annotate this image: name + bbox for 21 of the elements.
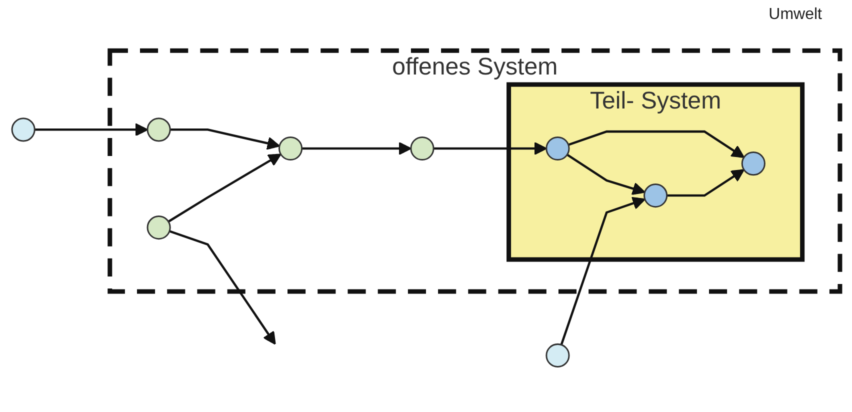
arrow bbox=[169, 230, 276, 345]
cluster: Teil- System bbox=[506, 82, 805, 262]
node-circle bbox=[546, 343, 570, 368]
arrow bbox=[568, 130, 745, 158]
arrow bbox=[170, 128, 280, 150]
node-circle bbox=[410, 136, 434, 161]
arrow bbox=[168, 154, 282, 223]
arrow bbox=[560, 196, 646, 346]
node-circle bbox=[546, 136, 570, 161]
arrow bbox=[434, 142, 548, 156]
arrow bbox=[302, 142, 412, 156]
node-circle bbox=[146, 118, 171, 142]
node-circle bbox=[146, 215, 171, 240]
node-circle bbox=[11, 118, 36, 142]
node-circle bbox=[741, 152, 766, 176]
arrow bbox=[34, 123, 148, 136]
node-circle bbox=[278, 136, 303, 161]
arrow bbox=[666, 169, 745, 197]
environment-label: Umwelt bbox=[768, 6, 822, 23]
node-circle bbox=[644, 184, 668, 208]
arrow bbox=[566, 154, 646, 196]
